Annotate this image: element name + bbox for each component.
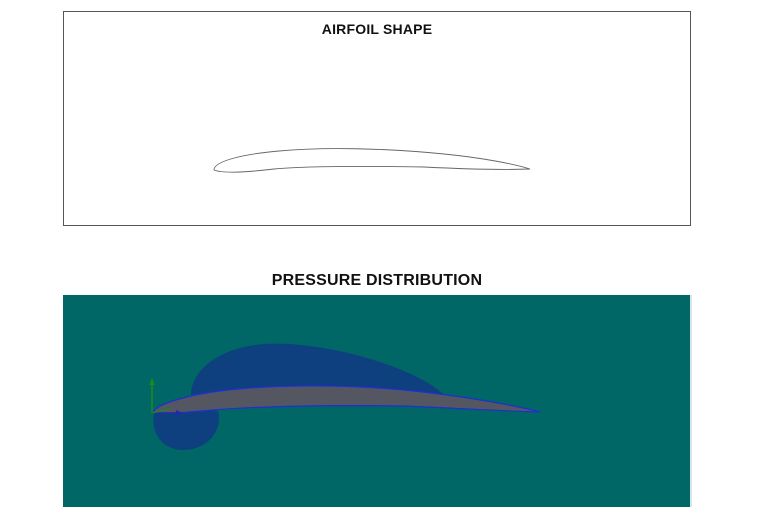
airfoil-outline (213, 148, 531, 173)
pressure-lobe-leading-edge (153, 408, 219, 451)
airfoil-shape-title: AIRFOIL SHAPE (321, 21, 433, 37)
airfoil-shape-panel: AIRFOIL SHAPE (63, 11, 691, 226)
pressure-lobe-upper (191, 343, 445, 396)
coordinate-axes-icon (149, 378, 183, 416)
airfoil-outline-plot (213, 148, 531, 173)
pressure-distribution-plot (149, 343, 541, 451)
pressure-distribution-panel (63, 295, 692, 507)
pressure-distribution-title: PRESSURE DISTRIBUTION (271, 272, 483, 289)
airfoil-body (152, 385, 541, 414)
panel-right-edge (690, 295, 692, 507)
